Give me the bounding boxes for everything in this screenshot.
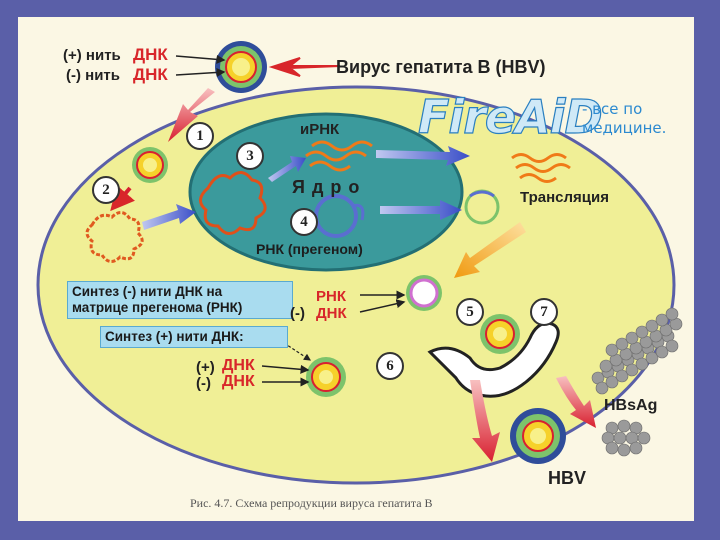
core-step5 — [480, 314, 520, 354]
mrna-nucleus — [305, 140, 373, 172]
step-7: 7 — [530, 298, 558, 326]
label-nucleus: Ядро — [292, 177, 367, 197]
step-5: 5 — [456, 298, 484, 326]
hbsag-filament — [591, 307, 683, 395]
arrow-exit-hbv — [470, 380, 500, 462]
watermark-slogan: - все по медицине. — [582, 100, 666, 138]
dna-loop-nucleus — [199, 171, 267, 235]
step-2: 2 — [92, 176, 120, 204]
core-rna — [406, 275, 442, 311]
box-synthesis-minus-line1: Синтез (-) нити ДНК на — [72, 284, 223, 299]
arrow-exit-hbsag — [556, 376, 596, 428]
label-dna-minus: ДНК — [133, 65, 168, 84]
label-pregenome: РНК (прегеном) — [256, 242, 363, 256]
label-plus-strand: (+) нить — [63, 47, 121, 64]
figure-caption: Рис. 4.7. Схема репродукции вируса гепат… — [190, 496, 433, 510]
virion-top — [215, 41, 267, 93]
box-synthesis-plus: Синтез (+) нити ДНК: — [100, 326, 288, 348]
label-dna-minus-6: ДНК — [222, 373, 255, 390]
label-hbv: HBV — [548, 468, 587, 488]
label-minus-sign-rna: (-) — [290, 305, 305, 322]
box-synthesis-plus-line: Синтез (+) нити ДНК: — [105, 329, 244, 344]
virion-step1 — [132, 147, 168, 183]
step-4: 4 — [290, 208, 318, 236]
box-synthesis-minus-line2: матрице прегенома (РНК) — [72, 300, 243, 315]
label-plus-sign-6: (+) — [196, 359, 215, 376]
watermark-slogan-line2: медицине. — [582, 119, 667, 137]
mrna-cytoplasm — [511, 153, 571, 183]
label-minus-sign-6: (-) — [196, 375, 211, 392]
label-minus-strand: (-) нить — [66, 67, 121, 84]
label-pregenome-text: РНК (прегеном) — [256, 241, 363, 257]
er-membrane — [427, 321, 560, 398]
arrow-entry — [168, 88, 215, 142]
dna-loop-cytoplasm — [85, 211, 144, 263]
watermark-logo: FireAiD — [417, 89, 603, 144]
label-dna-rna-complex: ДНК — [316, 305, 347, 322]
label-mrna: иРНК — [300, 121, 340, 138]
label-dna-plus-6: ДНК — [222, 357, 255, 374]
box-synthesis-minus: Синтез (-) нити ДНК на матрице прегенома… — [67, 281, 293, 319]
label-rna: РНК — [316, 288, 346, 305]
label-translation: Трансляция — [520, 189, 609, 206]
virion-released — [510, 408, 566, 464]
arrow-assembly — [454, 222, 526, 278]
step-6: 6 — [376, 352, 404, 380]
watermark: FireAiD - все по медицине. — [417, 88, 688, 150]
virus-title: Вирус гепатита В (HBV) — [336, 57, 546, 77]
label-dna-plus: ДНК — [133, 45, 168, 64]
arrow-into-nucleus — [142, 204, 196, 230]
step-1: 1 — [186, 122, 214, 150]
core-step6 — [306, 357, 346, 397]
label-hbsag: HBsAg — [604, 397, 658, 414]
step-3: 3 — [236, 142, 264, 170]
watermark-slogan-line1: - все по — [582, 100, 643, 118]
hbsag-sphere — [601, 419, 651, 457]
arrow-title-virion — [268, 57, 341, 77]
